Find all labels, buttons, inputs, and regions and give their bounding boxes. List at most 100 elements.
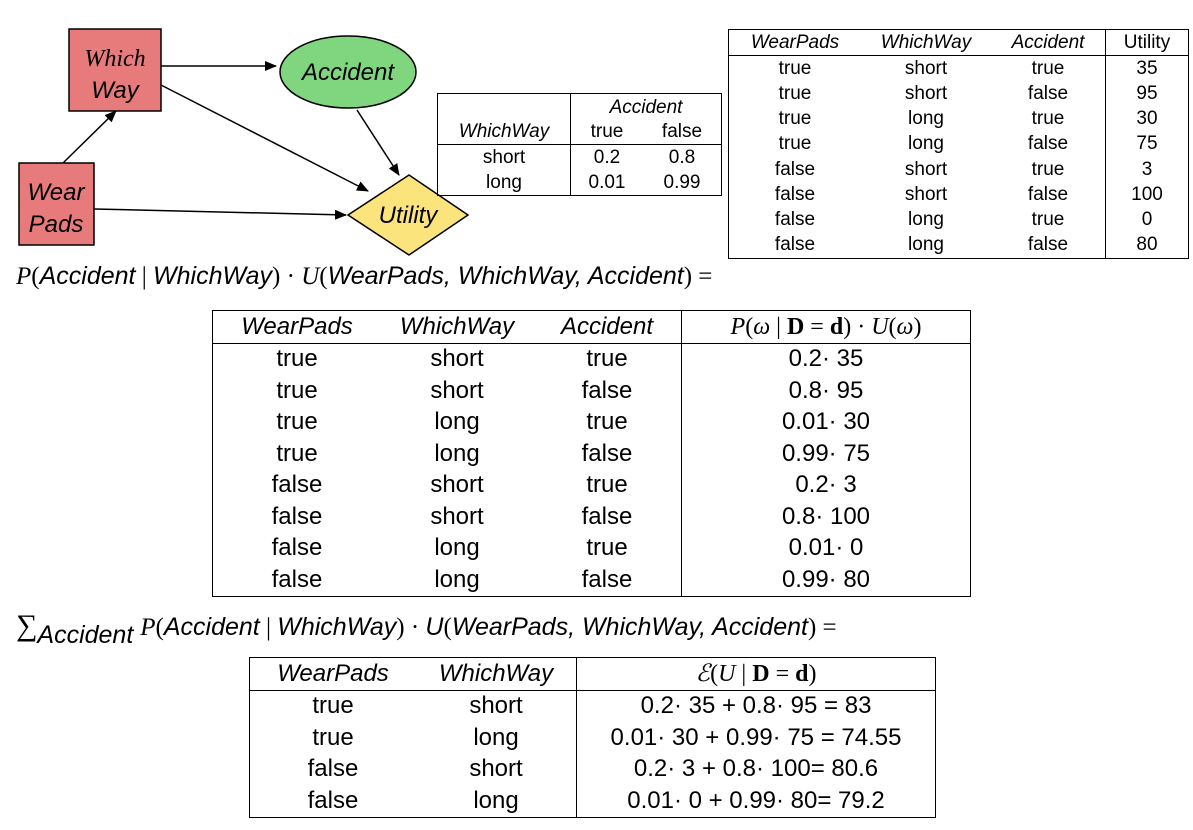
cpt-parent-header: WhichWay <box>437 119 571 145</box>
node-accident-label: Accident <box>300 59 395 86</box>
expected-row-cell: false <box>307 786 359 814</box>
cpt-accident-table: Accident WhichWay true false short 0.2 0… <box>437 93 722 196</box>
utility-row-cell: short <box>904 82 948 104</box>
product-row-cell: false <box>533 564 682 596</box>
node-wear-pads-label-2: Pads <box>29 211 84 238</box>
utility-row-cell: long <box>908 133 944 155</box>
product-row-cell: 0.99· 75 <box>781 439 871 467</box>
equation-product: P(Accident | WhichWay) · U(WearPads, Whi… <box>16 262 713 290</box>
expected-row-cell: short <box>416 753 577 785</box>
utility-row-cell: 80 <box>1136 234 1158 256</box>
edge-whichway-utility <box>160 84 369 192</box>
cpt-header-true: true <box>590 120 624 142</box>
product-header: WhichWay <box>399 312 515 340</box>
expected-row-cell: true <box>312 692 354 720</box>
product-row-cell: short <box>430 376 484 404</box>
cpt-row: long 0.01 0.99 <box>437 170 722 196</box>
utility-row-cell: short <box>904 183 948 205</box>
utility-row-cell: true <box>991 55 1106 82</box>
utility-header: Accident <box>991 29 1106 56</box>
expected-header-formula: ℰ(U | D = d) <box>695 661 817 688</box>
utility-row-cell: 3 <box>1141 158 1153 180</box>
cpt-row: short 0.2 0.8 <box>437 144 722 170</box>
product-row-cell: false <box>271 534 323 562</box>
product-row: true short true 0.2· 35 <box>213 343 971 375</box>
product-row-cell: 0.2· 35 <box>788 345 864 373</box>
expected-header: WearPads <box>277 659 389 687</box>
product-row-cell: 0.8· 100 <box>781 502 871 530</box>
expected-row-cell: false <box>307 755 359 783</box>
product-row-cell: 0.99· 80 <box>781 565 871 593</box>
cpt-cell: 0.99 <box>663 171 701 193</box>
product-header: Accident <box>533 310 682 343</box>
cpt-child-header: Accident <box>609 97 683 118</box>
utility-row-cell: long <box>908 234 944 256</box>
utility-row-cell: long <box>908 108 944 130</box>
utility-row-cell: 30 <box>1136 108 1158 130</box>
product-row-cell: true <box>533 532 682 564</box>
product-row-cell: true <box>533 343 682 375</box>
product-row-cell: long <box>434 439 480 467</box>
expected-row-cell: 0.01· 0 + 0.99· 80= 79.2 <box>627 786 885 814</box>
utility-row-cell: short <box>904 158 948 180</box>
product-row-cell: 0.8· 95 <box>788 376 864 404</box>
product-row-cell: true <box>533 406 682 438</box>
product-row-cell: true <box>276 439 318 467</box>
node-which-way-label-1: Which <box>84 46 145 72</box>
product-row-cell: 0.01· 30 <box>781 408 871 436</box>
eq1-arg-accident: Accident <box>39 262 136 290</box>
utility-row-cell: 0 <box>1141 208 1153 230</box>
utility-row-cell: true <box>778 82 812 104</box>
product-row-cell: true <box>276 345 318 373</box>
expected-row-cell: long <box>416 785 577 817</box>
utility-header: WearPads <box>750 31 840 53</box>
decision-network: Which Way Wear Pads Accident Utility <box>18 28 470 256</box>
expected-row-cell: 0.2· 3 + 0.8· 100= 80.6 <box>633 755 879 783</box>
product-row-cell: false <box>533 375 682 407</box>
expected-row-cell: true <box>312 723 354 751</box>
expected-row: false short 0.2· 3 + 0.8· 100= 80.6 <box>250 753 936 785</box>
product-row-cell: false <box>533 501 682 533</box>
utility-row-cell: false <box>774 158 816 180</box>
expected-row-cell: long <box>416 722 577 754</box>
product-row-cell: false <box>271 471 323 499</box>
utility-row-cell: false <box>991 232 1106 259</box>
edge-wearpads-whichway <box>62 110 117 164</box>
product-table-body: true short true 0.2· 35 true short false 0.8· 9… <box>213 343 971 596</box>
eq1-arg-whichway: WhichWay <box>153 262 273 290</box>
expected-row-cell: 0.2· 35 + 0.8· 95 = 83 <box>640 692 872 720</box>
node-utility-label: Utility <box>379 202 440 229</box>
utility-row-cell: 100 <box>1131 183 1163 205</box>
utility-row-cell: false <box>991 81 1106 107</box>
utility-row-cell: true <box>991 156 1106 183</box>
cpt-cell: 0.01 <box>588 171 626 193</box>
node-wear-pads: Wear Pads <box>18 162 95 246</box>
node-which-way-label-2: Way <box>91 77 141 104</box>
edge-wearpads-utility <box>93 208 347 220</box>
equation-sum: ∑Accident P(Accident | WhichWay) · U(Wea… <box>16 609 837 649</box>
sum-subscript: Accident <box>37 621 134 649</box>
product-row-cell: short <box>430 502 484 530</box>
eq1-utility-args: WearPads, WhichWay, Accident <box>327 262 684 290</box>
product-row-cell: 0.01· 0 <box>788 534 864 562</box>
expected-row: false long 0.01· 0 + 0.99· 80= 79.2 <box>250 785 936 817</box>
product-row-cell: short <box>430 345 484 373</box>
cpt-cell: long <box>437 170 571 196</box>
product-row-cell: true <box>276 408 318 436</box>
cpt-header-false: false <box>661 120 703 142</box>
utility-row-cell: short <box>904 57 948 79</box>
